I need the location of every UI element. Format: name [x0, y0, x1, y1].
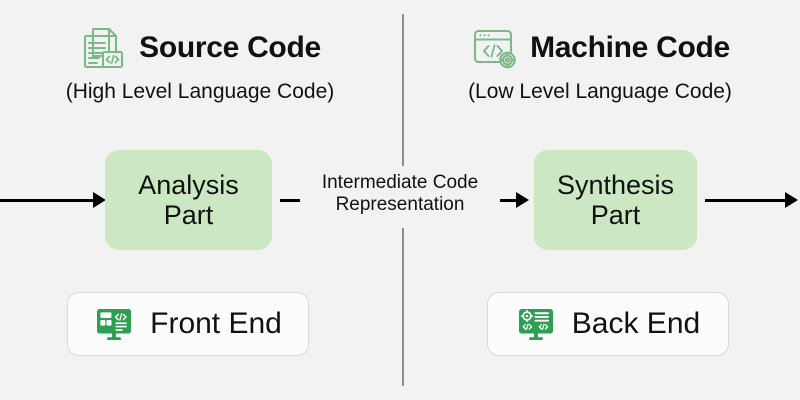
synthesis-part-line1: Synthesis [556, 169, 675, 200]
source-code-documents-icon [79, 24, 127, 72]
front-end-label: Front End [150, 307, 282, 340]
page-title-source-code: Source Code [139, 31, 321, 64]
page-title-machine-code: Machine Code [530, 31, 730, 64]
arrow-output-head [785, 192, 798, 208]
arrow-input-head [93, 192, 106, 208]
monitor-gear-code-icon [516, 304, 556, 344]
synthesis-part-line2: Part [590, 200, 641, 230]
arrow-output-line [705, 199, 787, 202]
analysis-part-box: Analysis Part [105, 150, 272, 250]
intermediate-code-label: Intermediate Code Representation [300, 170, 500, 219]
source-code-subtitle: (High Level Language Code) [65, 80, 335, 103]
monitor-layout-code-icon [94, 304, 134, 344]
arrow-intermediate-head [516, 192, 529, 208]
analysis-part-line2: Part [163, 200, 214, 230]
center-divider-bottom [402, 228, 404, 386]
back-end-label: Back End [571, 307, 701, 340]
front-end-card[interactable]: Front End [67, 292, 309, 356]
analysis-part-line1: Analysis [138, 169, 239, 200]
machine-code-subtitle: (Low Level Language Code) [468, 80, 732, 103]
source-code-header: Source Code (High Level Language Code) [0, 22, 400, 104]
back-end-card[interactable]: Back End [487, 292, 729, 356]
center-divider-top [402, 14, 404, 166]
intermediate-code-label-line2: Representation [335, 194, 465, 216]
machine-code-header: Machine Code (Low Level Language Code) [400, 22, 800, 104]
machine-code-window-gear-icon [470, 24, 518, 72]
intermediate-code-label-line1: Intermediate Code [321, 172, 479, 193]
synthesis-part-box: Synthesis Part [534, 150, 697, 250]
arrow-input-line [0, 199, 95, 202]
